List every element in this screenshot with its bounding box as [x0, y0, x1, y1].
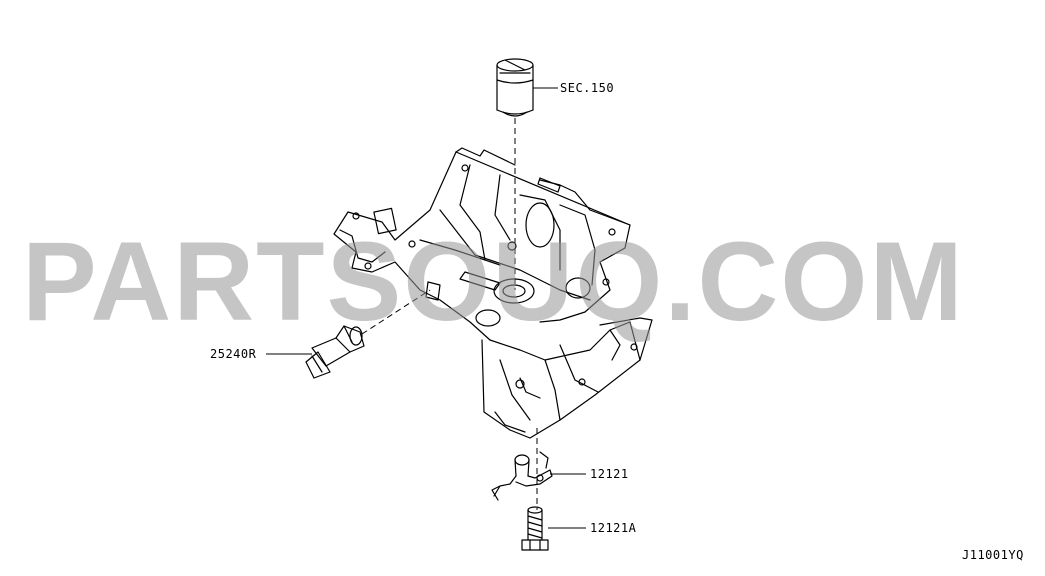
oil-filter-part	[496, 58, 534, 117]
oil-pan-block-part	[333, 147, 653, 439]
bolt-part	[521, 506, 549, 551]
callout-12121: 12121	[590, 467, 629, 481]
callout-25240r: 25240R	[210, 347, 257, 361]
oil-strainer-part	[491, 451, 553, 501]
figure-code: J11001YQ	[962, 548, 1024, 562]
callout-12121a: 12121A	[590, 521, 637, 535]
oil-pressure-switch-part	[305, 325, 365, 379]
switch-center-line	[361, 289, 431, 335]
callout-sec150: SEC.150	[560, 81, 615, 95]
